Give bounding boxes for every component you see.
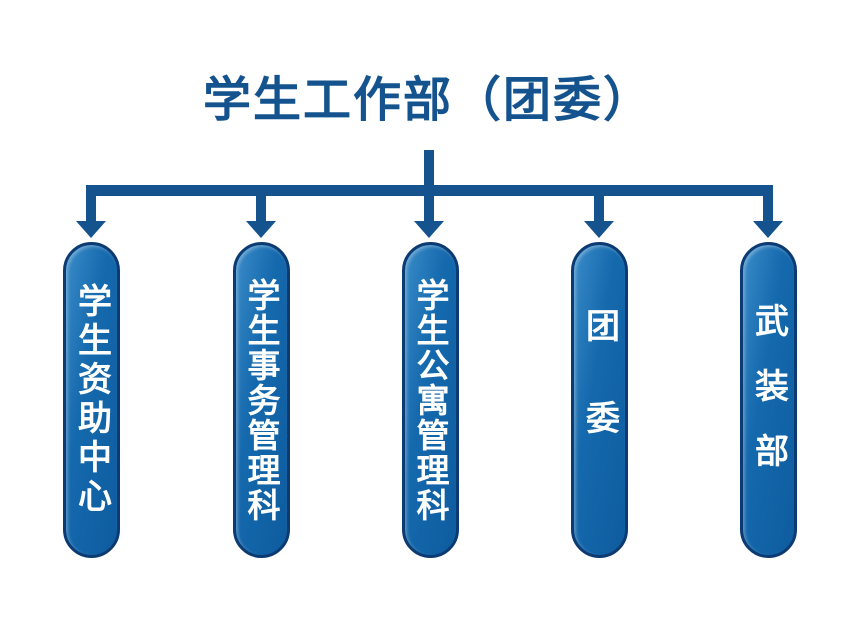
connector-branch-line xyxy=(594,185,604,223)
org-box-student-financial-aid-center: 学生资助中心 xyxy=(63,242,120,558)
arrow-down-icon xyxy=(414,221,444,238)
connector-horizontal-line xyxy=(86,185,773,196)
connector-branch-line xyxy=(256,196,266,223)
org-box-label: 学生资助中心 xyxy=(71,283,112,517)
org-box-label: 学生公寓管理科 xyxy=(411,277,450,523)
connector-branch-line xyxy=(86,185,96,223)
connector-branch-line xyxy=(763,185,773,223)
org-box-student-affairs-management-section: 学生事务管理科 xyxy=(233,242,290,558)
arrow-down-icon xyxy=(584,221,614,238)
org-box-label: 学生事务管理科 xyxy=(242,277,281,523)
org-box-armed-forces-department: 武装部 xyxy=(740,242,797,558)
org-box-student-apartment-management-section: 学生公寓管理科 xyxy=(402,242,459,558)
page-title: 学生工作部（团委） xyxy=(202,72,653,128)
arrow-down-icon xyxy=(753,221,783,238)
arrow-down-icon xyxy=(246,221,276,238)
arrow-down-icon xyxy=(76,221,106,238)
org-box-label: 武装部 xyxy=(748,302,789,498)
org-box-label: 团委 xyxy=(579,308,620,492)
org-box-youth-league-committee: 团委 xyxy=(571,242,628,558)
